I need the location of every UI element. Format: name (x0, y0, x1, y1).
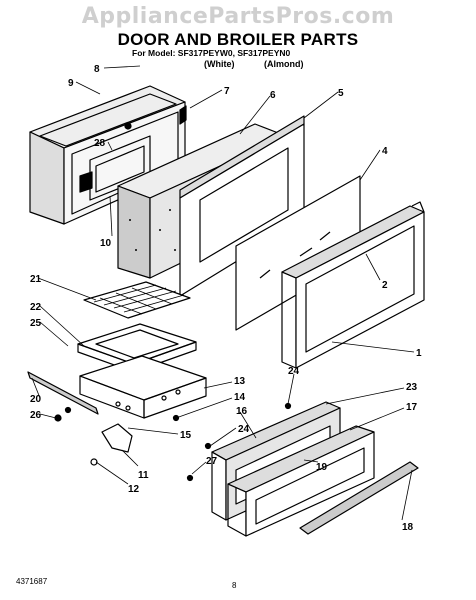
callout-18: 18 (402, 522, 414, 533)
callout-12: 12 (128, 484, 140, 495)
callout-28: 28 (94, 138, 106, 149)
document-number: 4371687 (16, 577, 48, 586)
callout-2: 2 (382, 280, 388, 291)
drawer-front-part (227, 425, 375, 537)
callout-25: 25 (30, 318, 42, 329)
callout-26: 26 (30, 410, 42, 421)
callout-17: 17 (406, 402, 418, 413)
broiler-grid-part (83, 281, 191, 319)
diagram-title: DOOR AND BROILER PARTS (117, 30, 359, 49)
broiler-rail-part (27, 371, 99, 415)
watermark-text: AppliancePartsPros.com (81, 4, 395, 29)
callout-4: 4 (382, 146, 388, 157)
callout-27: 27 (206, 456, 218, 467)
callout-6: 6 (270, 90, 276, 101)
door-outer-frame-part (281, 201, 425, 369)
callout-15: 15 (180, 430, 192, 441)
callout-1: 1 (416, 348, 422, 359)
callout-14: 14 (234, 392, 246, 403)
callout-19: 19 (316, 462, 328, 473)
callout-8: 8 (94, 64, 100, 75)
color-label-almond: (Almond) (264, 59, 304, 69)
callout-9: 9 (68, 78, 74, 89)
broiler-drawer-part (79, 355, 207, 419)
model-numbers: For Model: SF317PEYW0, SF317PEYN0 (132, 48, 291, 58)
callout-23: 23 (406, 382, 418, 393)
callout-5: 5 (338, 88, 344, 99)
callout-16: 16 (236, 406, 248, 417)
callout-11: 11 (138, 470, 149, 481)
callout-24-top: 24 (288, 366, 300, 377)
callout-7: 7 (224, 86, 230, 97)
door-clip-part (179, 105, 187, 125)
bracket-part (101, 423, 133, 453)
color-label-white: (White) (204, 59, 235, 69)
page-number: 8 (232, 581, 237, 590)
callout-24-bottom: 24 (238, 424, 250, 435)
callout-13: 13 (234, 376, 246, 387)
drawer-trim-part (299, 461, 419, 535)
callout-20: 20 (30, 394, 42, 405)
callout-10: 10 (100, 238, 112, 249)
cap-part (90, 458, 98, 466)
callout-21: 21 (30, 274, 42, 285)
door-window-frame-part (179, 115, 305, 297)
callout-22: 22 (30, 302, 42, 313)
